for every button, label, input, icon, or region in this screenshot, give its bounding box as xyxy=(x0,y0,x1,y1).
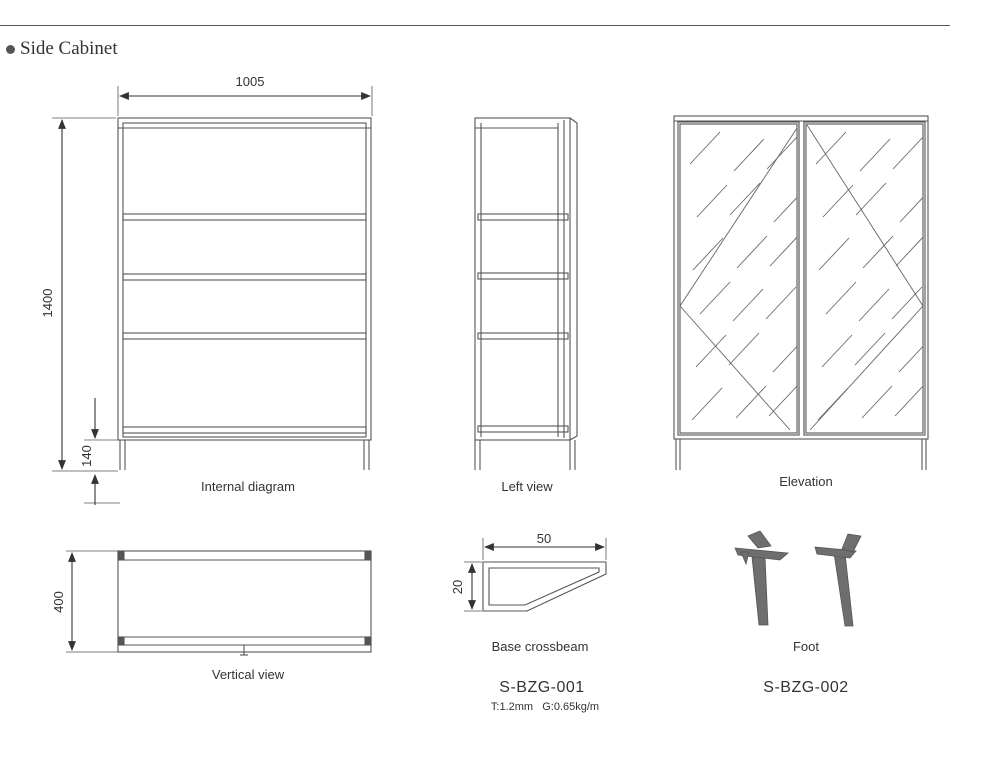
leg-height-label: 140 xyxy=(79,445,94,467)
glass-reflection-stroke xyxy=(732,288,764,322)
glass-reflection-stroke xyxy=(821,334,853,368)
glass-reflection-stroke xyxy=(736,235,768,269)
glass-reflection-stroke xyxy=(768,385,797,417)
foot-leg-right xyxy=(833,552,854,627)
glass-reflection-stroke xyxy=(858,288,890,322)
shelf xyxy=(122,273,367,281)
base-crossbeam-line xyxy=(122,426,367,434)
glass-reflection-stroke xyxy=(861,385,893,419)
glass-reflection-stroke xyxy=(773,196,797,223)
page-title: Side Cabinet xyxy=(6,38,118,60)
glass-reflection-stroke xyxy=(818,237,850,271)
glass-reflection-stroke xyxy=(728,332,760,366)
glass-reflection-stroke xyxy=(699,281,731,315)
glass-reflection-stroke xyxy=(891,286,923,320)
foot-illustration xyxy=(734,530,862,627)
glass-reflection-stroke xyxy=(822,184,854,218)
crossbeam-height-label: 20 xyxy=(450,580,465,594)
crossbeam-spec: T:1.2mm G:0.65kg/m xyxy=(491,701,599,713)
internal-diagram xyxy=(52,86,373,505)
glass-reflection-stroke xyxy=(892,136,923,170)
glass-reflection-stroke xyxy=(815,131,847,165)
glass-reflection-stroke xyxy=(772,345,797,373)
shelf xyxy=(122,213,367,221)
crossbeam-part-code: S-BZG-001 xyxy=(499,679,584,696)
shelf xyxy=(122,332,367,340)
glass-reflection-stroke xyxy=(859,138,891,172)
top-rule xyxy=(0,25,950,26)
glass-reflection-stroke xyxy=(735,385,767,419)
glass-reflection-stroke xyxy=(825,281,857,315)
left-door xyxy=(677,121,800,436)
glass-reflections xyxy=(680,124,923,431)
glass-reflection-stroke xyxy=(691,387,723,421)
glass-reflection-stroke xyxy=(696,184,728,218)
glass-reflection-stroke xyxy=(766,136,797,170)
glass-reflection-stroke xyxy=(769,236,797,267)
elevation-view xyxy=(673,115,929,470)
vertical-view-caption: Vertical view xyxy=(212,667,285,682)
glass-reflection-stroke xyxy=(854,332,886,366)
elevation-caption: Elevation xyxy=(779,474,832,489)
glass-reflection-stroke xyxy=(899,196,923,223)
right-door xyxy=(803,121,926,436)
glass-reflection-stroke xyxy=(898,345,923,373)
vertical-view xyxy=(66,550,372,656)
foot-part-code: S-BZG-002 xyxy=(763,679,848,696)
bullet-icon xyxy=(6,44,15,54)
crossbeam-width-label: 50 xyxy=(537,531,551,546)
glass-reflection-stroke xyxy=(729,182,761,216)
left-view xyxy=(474,117,578,470)
page-title-text: Side Cabinet xyxy=(20,38,118,59)
width-label: 1005 xyxy=(236,74,265,89)
height-label: 1400 xyxy=(40,289,55,318)
base-crossbeam-profile xyxy=(464,538,607,612)
depth-label: 400 xyxy=(51,591,66,613)
cabinet-outline xyxy=(117,117,372,441)
glass-reflection-stroke xyxy=(692,237,724,271)
glass-reflection-stroke xyxy=(895,236,923,267)
foot-caption: Foot xyxy=(793,639,819,654)
glass-reflection-stroke xyxy=(733,138,765,172)
glass-reflection-stroke xyxy=(894,385,923,417)
crossbeam-caption: Base crossbeam xyxy=(492,639,589,654)
glass-reflection-stroke xyxy=(855,182,887,216)
internal-diagram-caption: Internal diagram xyxy=(201,479,295,494)
glass-reflection-stroke xyxy=(765,286,797,320)
glass-reflection-stroke xyxy=(695,334,727,368)
glass-reflection-stroke xyxy=(862,235,894,269)
foot-leg-left xyxy=(751,556,769,626)
glass-reflection-stroke xyxy=(689,131,721,165)
left-view-caption: Left view xyxy=(501,479,553,494)
